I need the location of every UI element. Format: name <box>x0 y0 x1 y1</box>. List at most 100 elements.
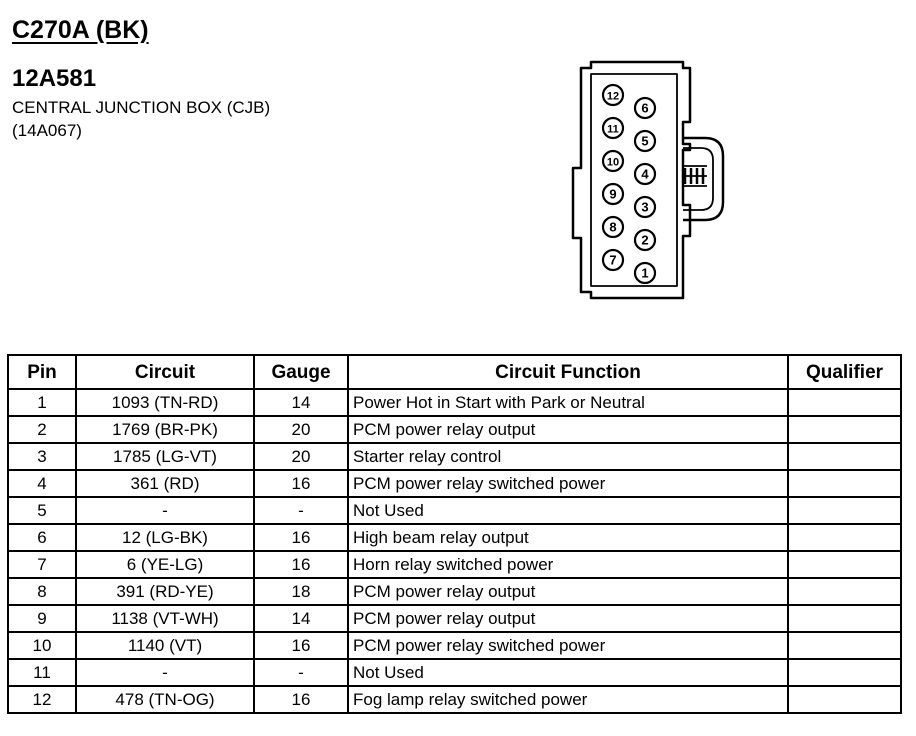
cell-pin: 12 <box>7 685 77 714</box>
cell-qualifier <box>787 415 902 444</box>
cell-gauge: 16 <box>253 523 349 552</box>
cell-qualifier <box>787 658 902 687</box>
cell-circuit-function: PCM power relay output <box>347 604 789 633</box>
pin-number-label: 1 <box>641 266 648 281</box>
pin-circle <box>633 195 657 219</box>
connector-pin: 2 <box>633 228 657 252</box>
pin-circle <box>601 116 625 140</box>
pin-number-label: 4 <box>641 167 649 182</box>
table-row: 11--Not Used <box>7 658 902 687</box>
pin-circle <box>601 215 625 239</box>
cell-gauge: 20 <box>253 442 349 471</box>
cell-circuit: 1769 (BR-PK) <box>75 415 255 444</box>
cell-circuit-function: PCM power relay output <box>347 577 789 606</box>
pin-number-label: 11 <box>607 124 619 136</box>
cell-pin: 10 <box>7 631 77 660</box>
cell-circuit-function: Horn relay switched power <box>347 550 789 579</box>
cell-pin: 9 <box>7 604 77 633</box>
cell-circuit: - <box>75 658 255 687</box>
cell-gauge: - <box>253 496 349 525</box>
cell-gauge: - <box>253 658 349 687</box>
connector-pin: 9 <box>601 182 625 206</box>
connector-face-diagram: 12 11 10 9 8 7 6 5 4 3 2 1 <box>571 60 725 300</box>
connector-outline <box>571 60 692 300</box>
cell-pin: 2 <box>7 415 77 444</box>
cell-circuit: 12 (LG-BK) <box>75 523 255 552</box>
pin-circle <box>633 228 657 252</box>
cell-qualifier <box>787 604 902 633</box>
cell-circuit: 1138 (VT-WH) <box>75 604 255 633</box>
cell-pin: 11 <box>7 658 77 687</box>
cell-circuit: - <box>75 496 255 525</box>
cell-pin: 5 <box>7 496 77 525</box>
cell-circuit: 1093 (TN-RD) <box>75 388 255 417</box>
connector-pin: 11 <box>601 116 625 140</box>
pin-number-label: 5 <box>641 134 648 149</box>
pin-number-label: 9 <box>609 187 616 202</box>
connector-pin: 8 <box>601 215 625 239</box>
cell-qualifier <box>787 496 902 525</box>
pin-number-label: 2 <box>641 233 648 248</box>
cell-circuit: 1140 (VT) <box>75 631 255 660</box>
component-code: (14A067) <box>12 121 82 140</box>
cell-qualifier <box>787 523 902 552</box>
cell-pin: 1 <box>7 388 77 417</box>
cell-circuit-function: PCM power relay output <box>347 415 789 444</box>
locking-latch <box>683 136 725 222</box>
pin-number-label: 6 <box>641 101 648 116</box>
cell-gauge: 14 <box>253 388 349 417</box>
cell-pin: 7 <box>7 550 77 579</box>
cell-pin: 4 <box>7 469 77 498</box>
cell-pin: 8 <box>7 577 77 606</box>
table-row: 5--Not Used <box>7 496 902 525</box>
pin-circle <box>633 129 657 153</box>
cell-pin: 3 <box>7 442 77 471</box>
cell-gauge: 16 <box>253 550 349 579</box>
cell-gauge: 16 <box>253 631 349 660</box>
pin-number-label: 7 <box>609 253 616 268</box>
pin-number-label: 12 <box>607 91 619 103</box>
cell-qualifier <box>787 577 902 606</box>
pin-circle <box>601 248 625 272</box>
cell-gauge: 20 <box>253 415 349 444</box>
connector-pin: 7 <box>601 248 625 272</box>
pin-circle <box>633 261 657 285</box>
cell-circuit-function: Fog lamp relay switched power <box>347 685 789 714</box>
component-name: CENTRAL JUNCTION BOX (CJB) <box>12 98 271 117</box>
pin-number-label: 8 <box>609 220 616 235</box>
left-pin-column: 12 11 10 9 8 7 <box>601 83 625 272</box>
cell-circuit: 478 (TN-OG) <box>75 685 255 714</box>
connector-pin: 1 <box>633 261 657 285</box>
connector-pin: 10 <box>601 149 625 173</box>
connector-pin: 6 <box>633 96 657 120</box>
cell-gauge: 16 <box>253 685 349 714</box>
pin-number-label: 10 <box>607 157 619 169</box>
cell-gauge: 14 <box>253 604 349 633</box>
cell-circuit: 1785 (LG-VT) <box>75 442 255 471</box>
pin-number-label: 3 <box>641 200 648 215</box>
pin-circle <box>601 83 625 107</box>
cell-circuit-function: Starter relay control <box>347 442 789 471</box>
pin-circle <box>633 96 657 120</box>
pin-circle <box>601 182 625 206</box>
cell-circuit: 6 (YE-LG) <box>75 550 255 579</box>
right-pin-column: 6 5 4 3 2 1 <box>633 96 657 285</box>
table-header-row: Pin Circuit Gauge Circuit Function Quali… <box>7 354 902 390</box>
cell-circuit-function: PCM power relay switched power <box>347 631 789 660</box>
pin-circle <box>633 162 657 186</box>
connector-pin: 3 <box>633 195 657 219</box>
cell-gauge: 18 <box>253 577 349 606</box>
connector-inner-wall <box>590 73 678 287</box>
cell-circuit-function: PCM power relay switched power <box>347 469 789 498</box>
cell-circuit-function: Power Hot in Start with Park or Neutral <box>347 388 789 417</box>
